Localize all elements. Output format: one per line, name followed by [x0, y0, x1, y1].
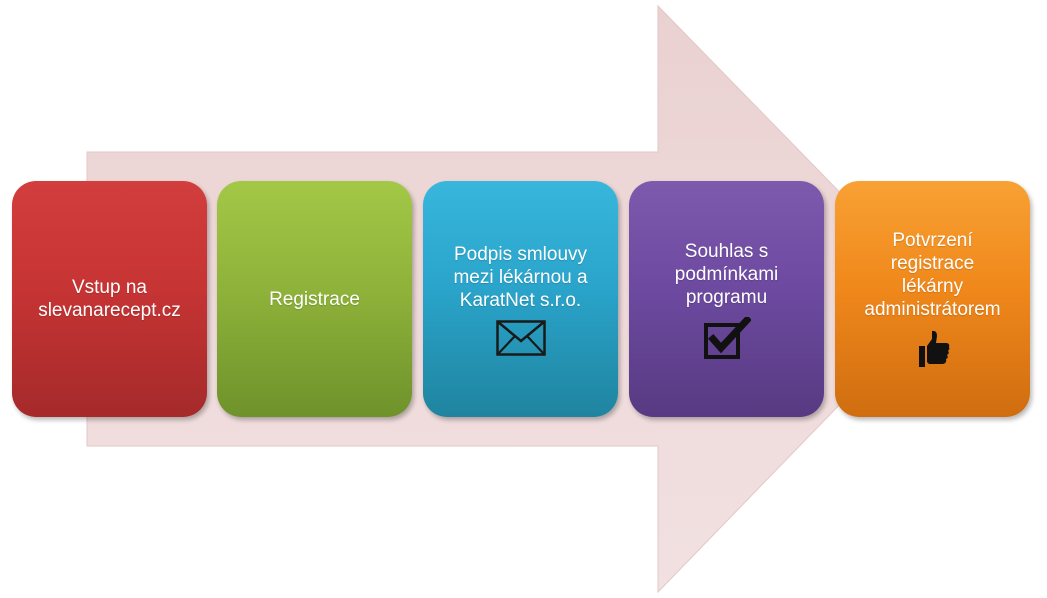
step-4-agree-terms: Souhlas s podmínkami programu [629, 181, 824, 417]
step-2-label: Registrace [269, 288, 360, 310]
step-2-registration: Registrace [217, 181, 412, 417]
step-1-label: Vstup na slevanarecept.cz [38, 277, 181, 321]
step-1-enter-site: Vstup na slevanarecept.cz [12, 181, 207, 417]
checkbox-checked-icon [703, 314, 752, 359]
thumbs-up-icon [915, 329, 951, 369]
step-3-label: Podpis smlouvy mezi lékárnou a KaratNet … [453, 243, 588, 311]
step-5-label: Potvrzení registrace lékárny administrát… [864, 230, 1001, 320]
step-4-label: Souhlas s podmínkami programu [674, 240, 779, 308]
envelope-icon [495, 319, 546, 356]
step-5-admin-confirmation: Potvrzení registrace lékárny administrát… [835, 181, 1030, 417]
step-3-sign-contract: Podpis smlouvy mezi lékárnou a KaratNet … [423, 181, 618, 417]
